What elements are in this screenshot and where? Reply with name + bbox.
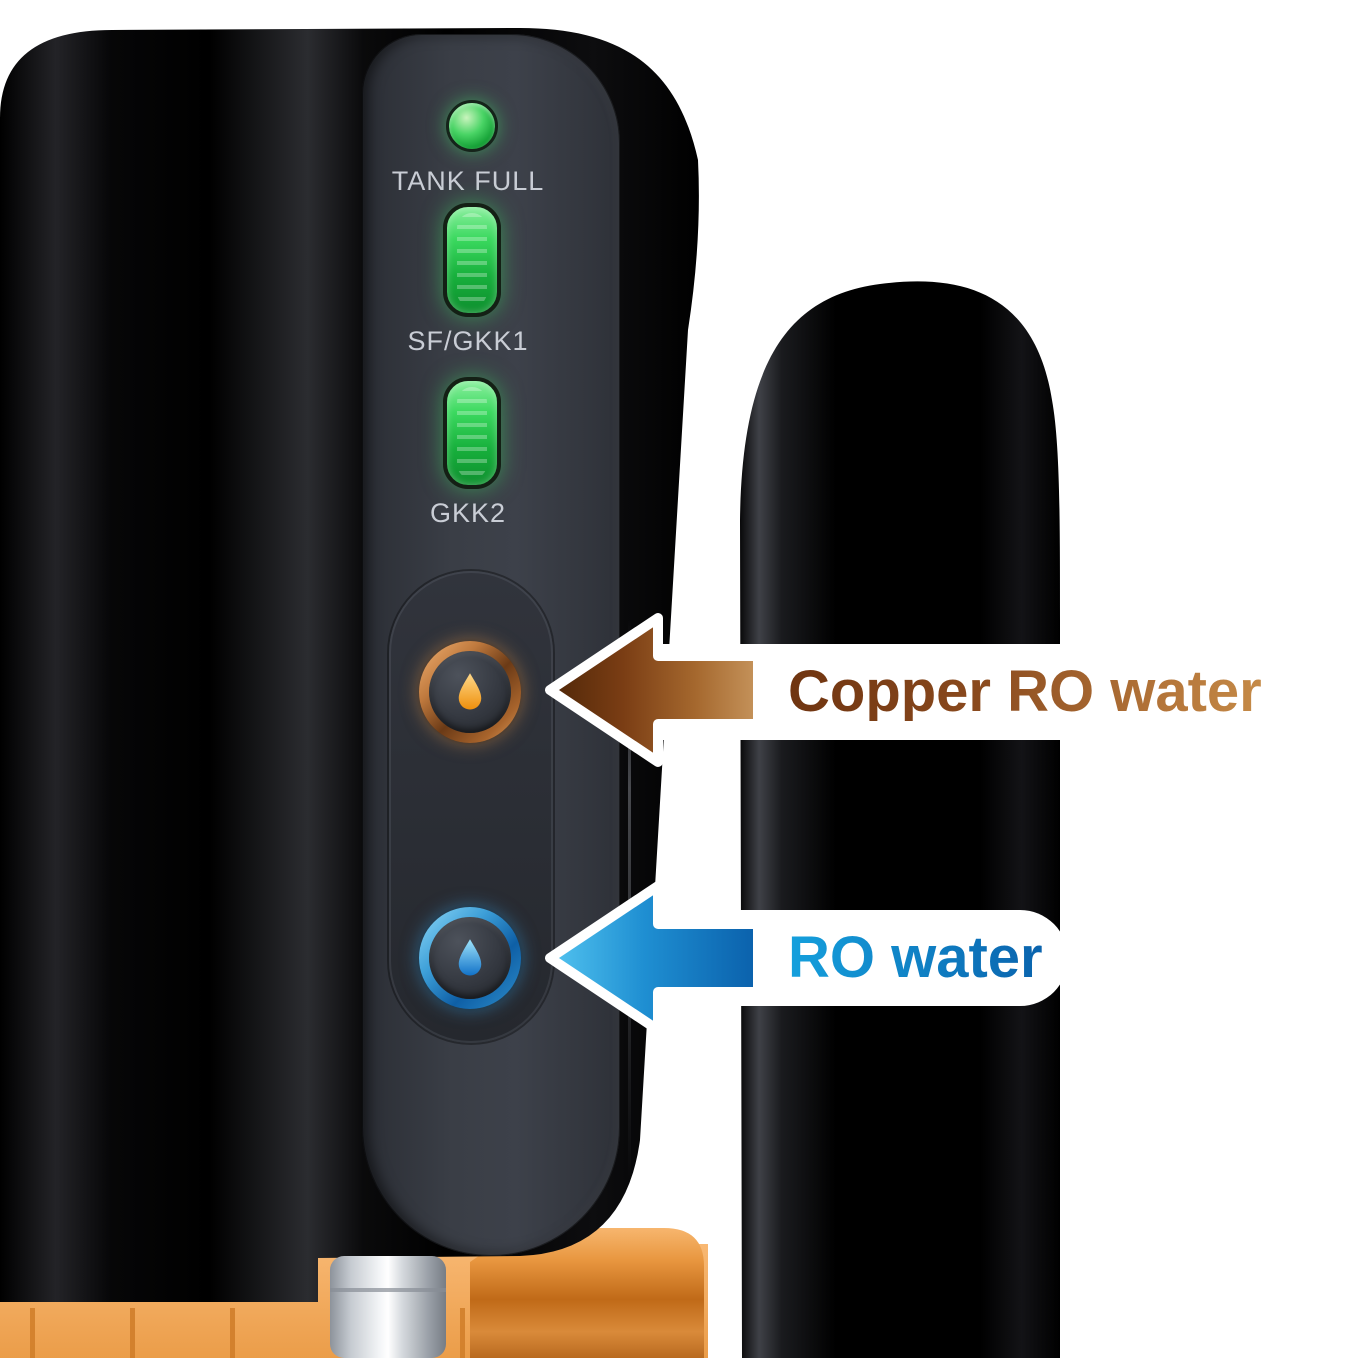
copper-droplet-icon: [458, 673, 482, 710]
gkk2-led: [443, 377, 501, 489]
water-droplet-icon: [458, 939, 482, 976]
ro-arrow-label: RO water: [788, 925, 1043, 990]
copper-band: [470, 1228, 704, 1358]
gkk2-label: GKK2: [429, 498, 507, 528]
tank-full-label: TANK FULL: [391, 166, 545, 196]
sf-gkk1-led: [443, 203, 501, 317]
tank-full-led: [446, 100, 498, 152]
dispenser-spout: [330, 1256, 446, 1358]
ro-water-button-face: [429, 917, 511, 999]
ro-arrow-icon: [545, 881, 763, 1035]
tank-graduation-marks: [30, 1308, 465, 1358]
copper-water-button-face: [429, 651, 511, 733]
copper-arrow-label: Copper RO water: [788, 659, 1262, 724]
copper-arrow-icon: [545, 613, 763, 767]
purifier-right-body: [740, 281, 1060, 1358]
sf-gkk1-label: SF/GKK1: [407, 326, 529, 356]
ro-water-button: [419, 907, 521, 1009]
copper-water-button: [419, 641, 521, 743]
